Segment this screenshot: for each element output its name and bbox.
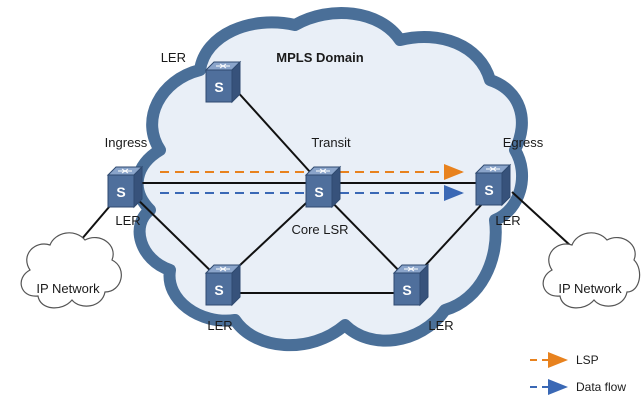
- node-label-transit: Core LSR: [291, 222, 348, 237]
- node-label-egress: LER: [495, 213, 520, 228]
- node-label-ler-bottom-right: LER: [428, 318, 453, 333]
- switch-glyph: S: [484, 182, 493, 198]
- domain-title: MPLS Domain: [276, 50, 363, 65]
- cloud-icon: [20, 232, 122, 309]
- switch-glyph: S: [214, 79, 223, 95]
- mpls-switch-icon: S: [305, 166, 341, 208]
- node-role-transit: Transit: [311, 135, 351, 150]
- ip-network-label-right: IP Network: [558, 281, 622, 296]
- mpls-switch-icon: S: [205, 264, 241, 306]
- node-role-ingress: Ingress: [105, 135, 148, 150]
- switch-glyph: S: [314, 184, 323, 200]
- mpls-switch-icon: S: [393, 264, 429, 306]
- switch-glyph: S: [214, 282, 223, 298]
- node-label-ler-bottom-left: LER: [207, 318, 232, 333]
- mpls-switch-icon: S: [205, 61, 241, 103]
- legend-lsp-label: LSP: [576, 353, 599, 367]
- link-transit-lerbr: [319, 189, 411, 283]
- link-ingress-lerbl: [127, 189, 223, 283]
- switch-glyph: S: [402, 282, 411, 298]
- node-role-egress: Egress: [503, 135, 544, 150]
- link-egress-ipnet-right: [511, 191, 573, 248]
- switch-glyph: S: [116, 184, 125, 200]
- ip-network-label-left: IP Network: [36, 281, 100, 296]
- node-label-ingress: LER: [115, 213, 140, 228]
- cloud-icon: [542, 232, 641, 309]
- legend: LSP Data flow: [530, 352, 626, 395]
- mpls-switch-icon: S: [107, 166, 143, 208]
- legend-dataflow-label: Data flow: [576, 380, 626, 394]
- link-lertop-transit: [224, 77, 321, 184]
- mpls-switch-icon: S: [475, 164, 511, 206]
- node-label-ler-top: LER: [161, 50, 186, 65]
